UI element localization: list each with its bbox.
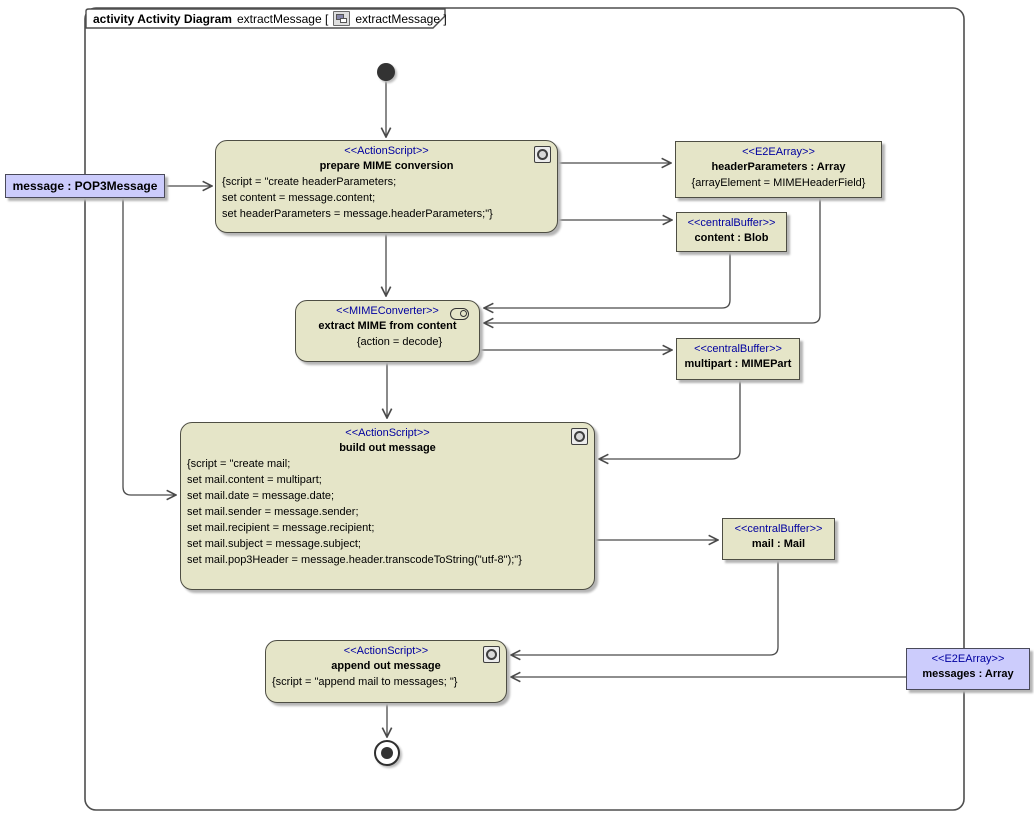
action-body-line: set mail.date = message.date; (187, 490, 335, 502)
script-gear-icon (483, 646, 500, 663)
buffer-node-header-parameters[interactable]: <<E2EArray>> headerParameters : Array {a… (675, 141, 882, 198)
frame-title-name: extractMessage [ (236, 11, 329, 26)
buffer-node-content-blob[interactable]: <<centralBuffer>> content : Blob (676, 212, 787, 252)
buffer-title: content : Blob (694, 232, 769, 244)
stereotype-label: <<centralBuffer>> (687, 217, 776, 229)
stereotype-label: <<ActionScript>> (344, 145, 429, 157)
stereotype-label: <<centralBuffer>> (694, 343, 782, 355)
script-gear-icon (571, 428, 588, 445)
frame-title-keyword: activity Activity Diagram (93, 11, 232, 26)
action-body-line: {script = "create mail; (187, 458, 291, 470)
object-node-title: message : POP3Message (12, 179, 158, 193)
stereotype-label: <<E2EArray>> (742, 146, 815, 158)
object-node-title: messages : Array (922, 668, 1014, 680)
buffer-title: mail : Mail (751, 538, 806, 550)
action-node-build-out-message[interactable]: <<ActionScript>> build out message {scri… (180, 422, 595, 590)
action-body-line: set content = message.content; (222, 192, 376, 204)
edge-message-pop3-to-build[interactable] (122, 198, 176, 495)
action-body-line: {script = "create headerParameters; (222, 176, 397, 188)
buffer-title: headerParameters : Array (711, 161, 846, 173)
buffer-node-multipart[interactable]: <<centralBuffer>> multipart : MIMEPart (676, 338, 800, 380)
action-body-line: set headerParameters = message.headerPar… (222, 208, 493, 220)
buffer-node-mail[interactable]: <<centralBuffer>> mail : Mail (722, 518, 835, 560)
object-node-message-pop3[interactable]: message : POP3Message (5, 174, 165, 198)
stereotype-label: <<E2EArray>> (931, 653, 1005, 665)
action-node-prepare-mime-conversion[interactable]: <<ActionScript>> prepare MIME conversion… (215, 140, 558, 233)
diagram-icon (333, 11, 351, 26)
action-body-line: set mail.pop3Header = message.header.tra… (187, 554, 522, 566)
action-body-line: set mail.content = multipart; (187, 474, 322, 486)
action-body-line: {script = "append mail to messages; "} (272, 676, 458, 688)
action-body-line: set mail.sender = message.sender; (187, 506, 359, 518)
buffer-constraint: {arrayElement = MIMEHeaderField} (691, 177, 866, 189)
stereotype-label: <<centralBuffer>> (734, 523, 823, 535)
stereotype-label: <<ActionScript>> (345, 427, 430, 439)
action-constraint: {action = decode} (356, 336, 443, 348)
edge-multipart-to-build[interactable] (599, 380, 741, 459)
activity-frame-border (84, 7, 965, 811)
action-node-extract-mime[interactable]: <<MIMEConverter>> extract MIME from cont… (295, 300, 480, 362)
edge-mail-to-append[interactable] (511, 560, 779, 655)
frame-title: activity Activity Diagram extractMessage… (93, 10, 447, 27)
edge-header-parameters-to-extract[interactable] (484, 198, 821, 323)
action-title: prepare MIME conversion (319, 160, 454, 172)
frame-title-tab[interactable] (85, 8, 446, 29)
action-body-line: set mail.recipient = message.recipient; (187, 522, 375, 534)
stereotype-label: <<MIMEConverter>> (336, 305, 439, 317)
stereotype-label: <<ActionScript>> (343, 645, 429, 657)
converter-icon (450, 308, 469, 320)
edge-content-blob-to-extract[interactable] (484, 252, 731, 308)
frame-title-ref: extractMessage ] (355, 11, 447, 26)
action-node-append-out-message[interactable]: <<ActionScript>> append out message {scr… (265, 640, 507, 703)
initial-node[interactable] (377, 63, 395, 81)
object-node-messages-array[interactable]: <<E2EArray>> messages : Array (906, 648, 1030, 690)
action-title: build out message (339, 442, 436, 454)
script-gear-icon (534, 146, 551, 163)
action-title: append out message (331, 660, 441, 672)
buffer-title: multipart : MIMEPart (684, 358, 792, 370)
activity-final-node[interactable] (374, 740, 400, 766)
action-body-line: set mail.subject = message.subject; (187, 538, 361, 550)
action-title: extract MIME from content (318, 320, 457, 332)
